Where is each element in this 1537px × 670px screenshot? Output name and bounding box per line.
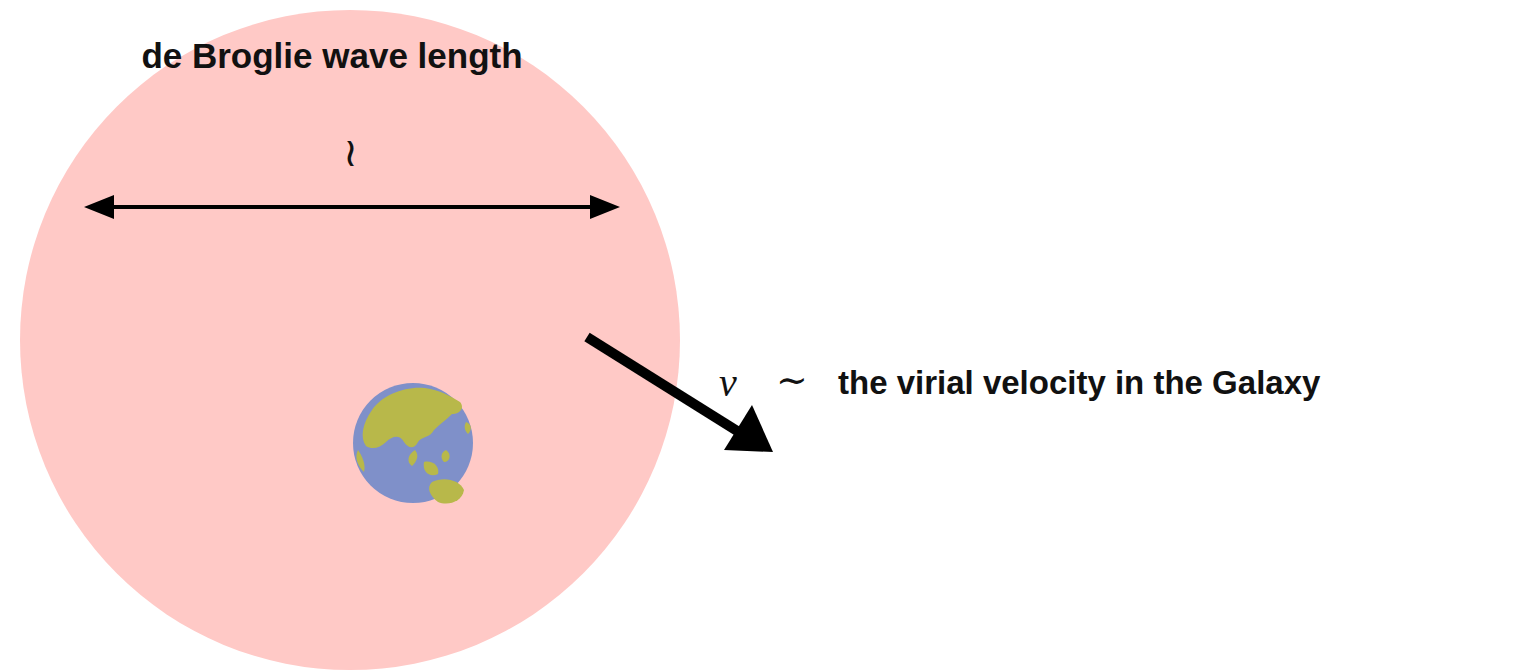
continent	[363, 388, 462, 448]
velocity-arrow-head	[724, 405, 773, 452]
span-head-left	[84, 195, 114, 219]
continent	[465, 422, 471, 434]
span-head-right	[590, 195, 620, 219]
wave-packet	[20, 10, 680, 670]
velocity-arrow-shaft	[587, 337, 742, 434]
continent	[429, 479, 464, 503]
earth-land	[356, 388, 470, 504]
circle-outline	[20, 10, 680, 670]
wave-circle: de Broglie wave length ≀	[20, 10, 680, 670]
velocity-symbol: v	[719, 359, 737, 406]
continent	[408, 450, 417, 466]
continent	[442, 450, 450, 462]
approx-symbol: ≀	[343, 129, 358, 175]
earth-ocean	[353, 383, 473, 503]
circle-heading: de Broglie wave length	[141, 36, 522, 76]
continent	[424, 462, 439, 476]
velocity-note: the virial velocity in the Galaxy	[838, 364, 1320, 402]
continent	[356, 450, 364, 472]
approx-symbol: ∼	[776, 358, 808, 402]
wavelength-span	[100, 205, 605, 209]
